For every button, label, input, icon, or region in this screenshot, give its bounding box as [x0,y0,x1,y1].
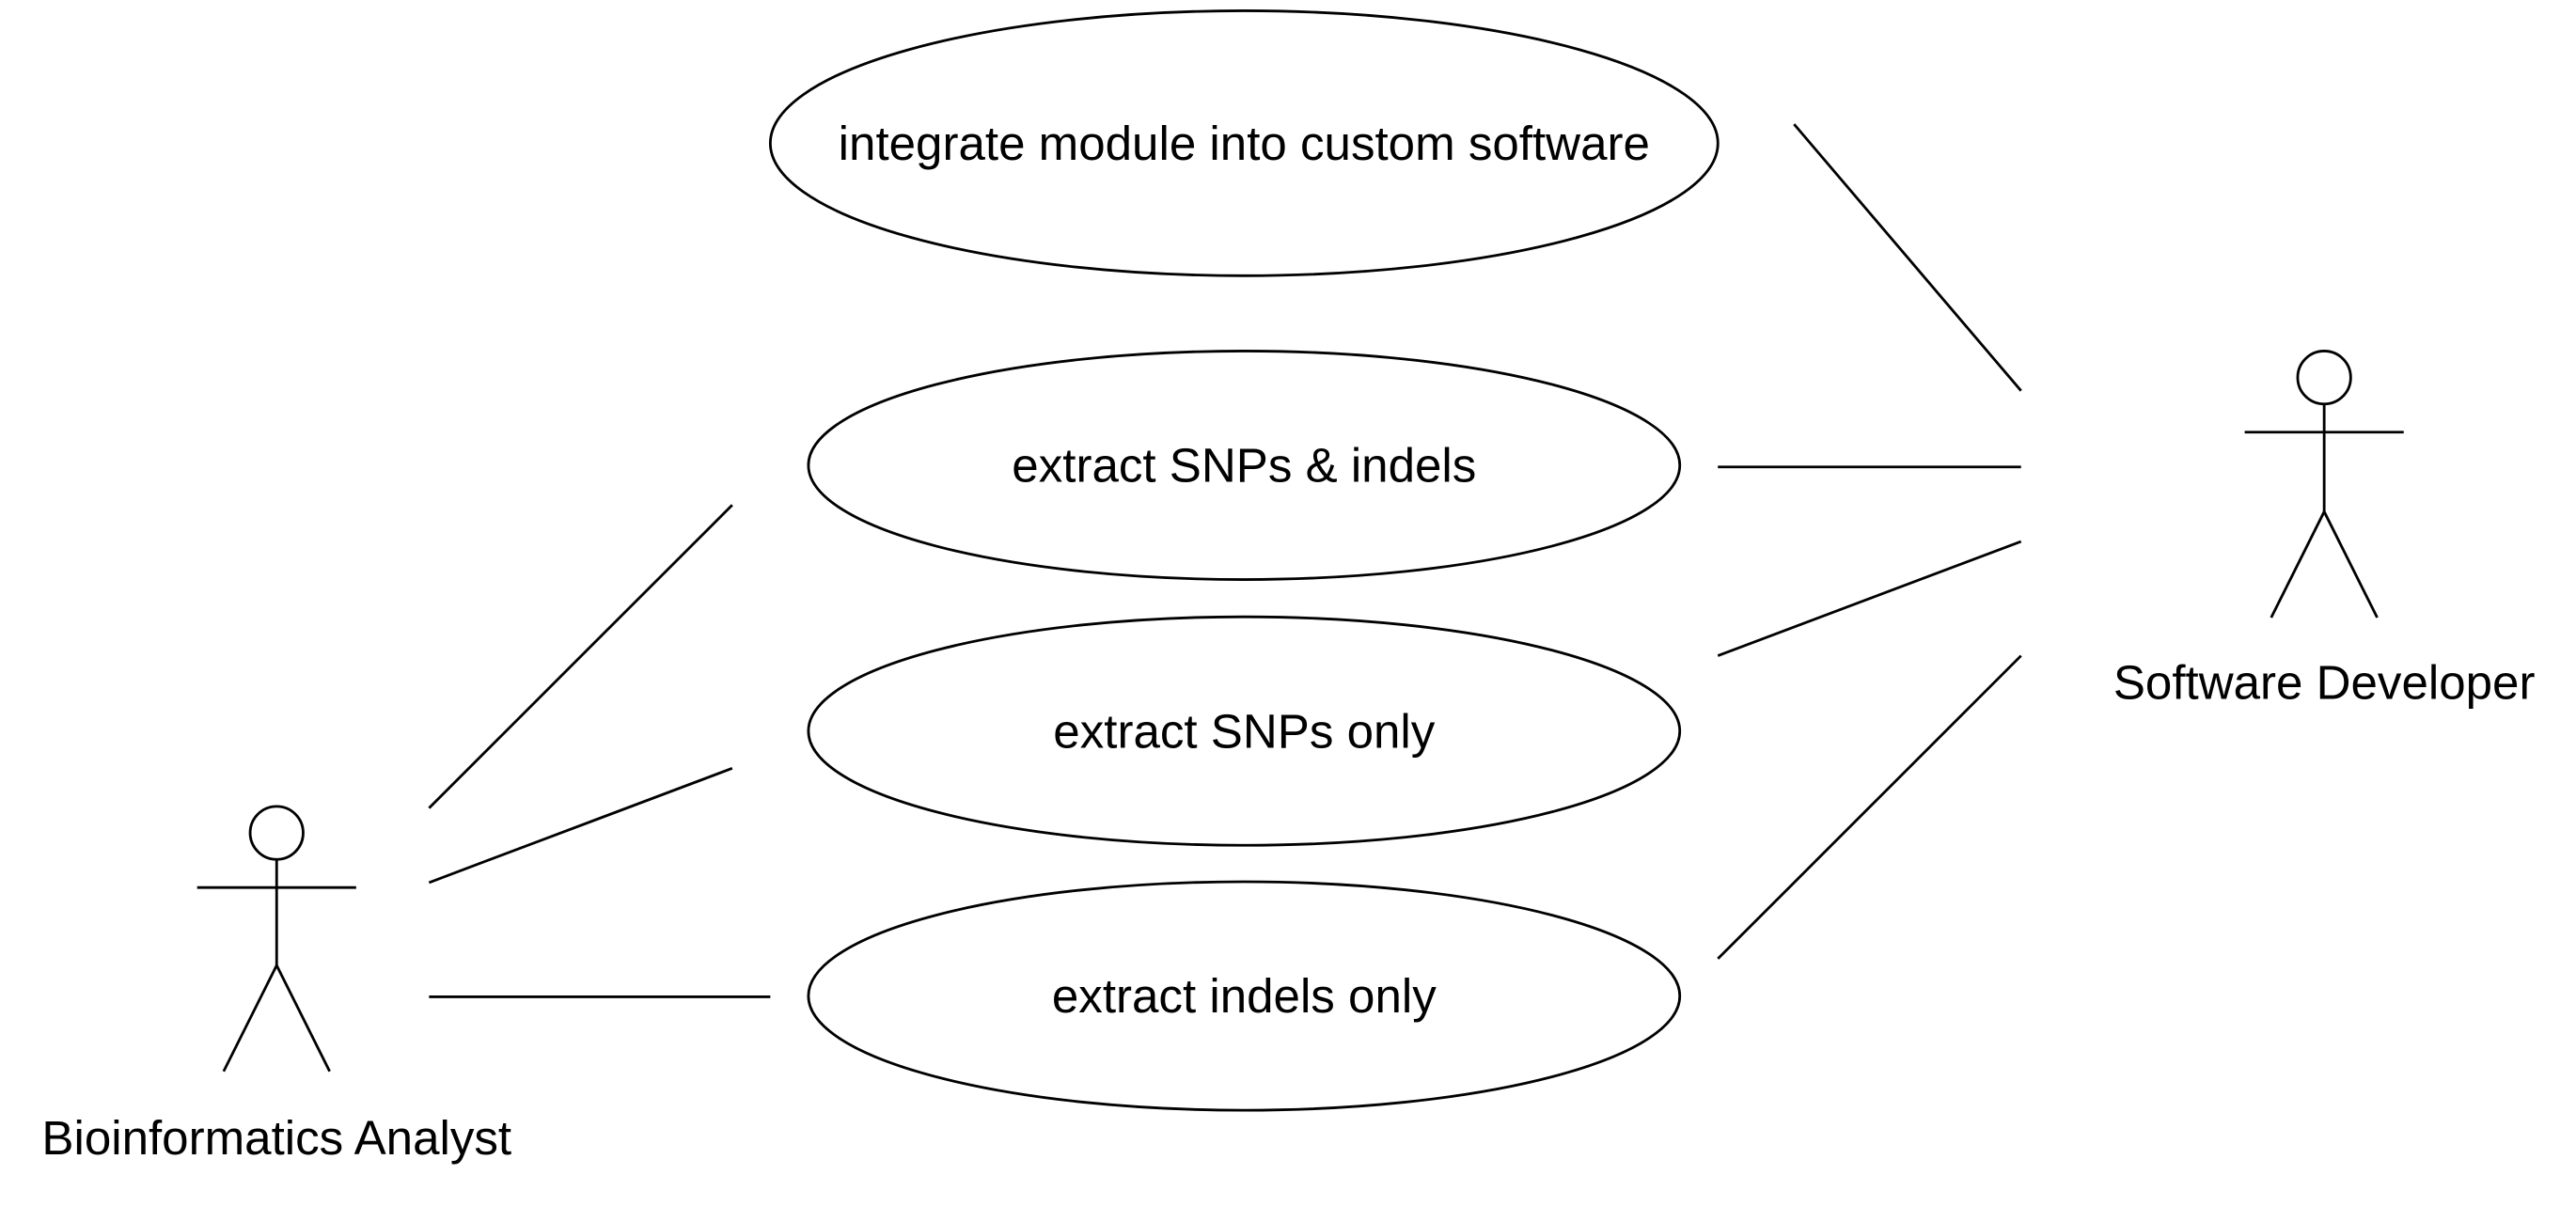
use-case-snps-indels-label: extract SNPs & indels [1012,439,1476,493]
actor-software-developer: Software Developer [2113,350,2536,709]
actor-developer-label: Software Developer [2113,655,2536,709]
association-developer-integrate [1793,123,2022,392]
use-case-indels-only-ellipse [807,880,1682,1112]
use-case-integrate: integrate module into custom software [768,9,1720,277]
stick-figure-icon [196,805,356,1073]
use-case-snps-only-ellipse [807,615,1682,847]
use-case-indels-only-label: extract indels only [1052,969,1437,1023]
actor-analyst-label: Bioinformatics Analyst [41,1111,511,1165]
use-case-integrate-label: integrate module into custom software [839,117,1650,170]
stick-figure-icon [2244,350,2404,619]
association-developer-indels-only [1717,654,2022,960]
use-case-snps-indels: extract SNPs & indels [807,350,1682,581]
use-case-snps-only-label: extract SNPs only [1053,704,1435,758]
association-developer-snps-only [1717,540,2022,657]
use-case-indels-only: extract indels only [807,880,1682,1112]
association-analyst-snps-only [428,767,733,885]
use-case-integrate-ellipse [768,9,1720,277]
association-analyst-snps-indels [428,504,733,809]
use-case-snps-indels-ellipse [807,350,1682,581]
actor-bioinformatics-analyst: Bioinformatics Analyst [41,805,511,1165]
use-case-snps-only: extract SNPs only [807,615,1682,847]
